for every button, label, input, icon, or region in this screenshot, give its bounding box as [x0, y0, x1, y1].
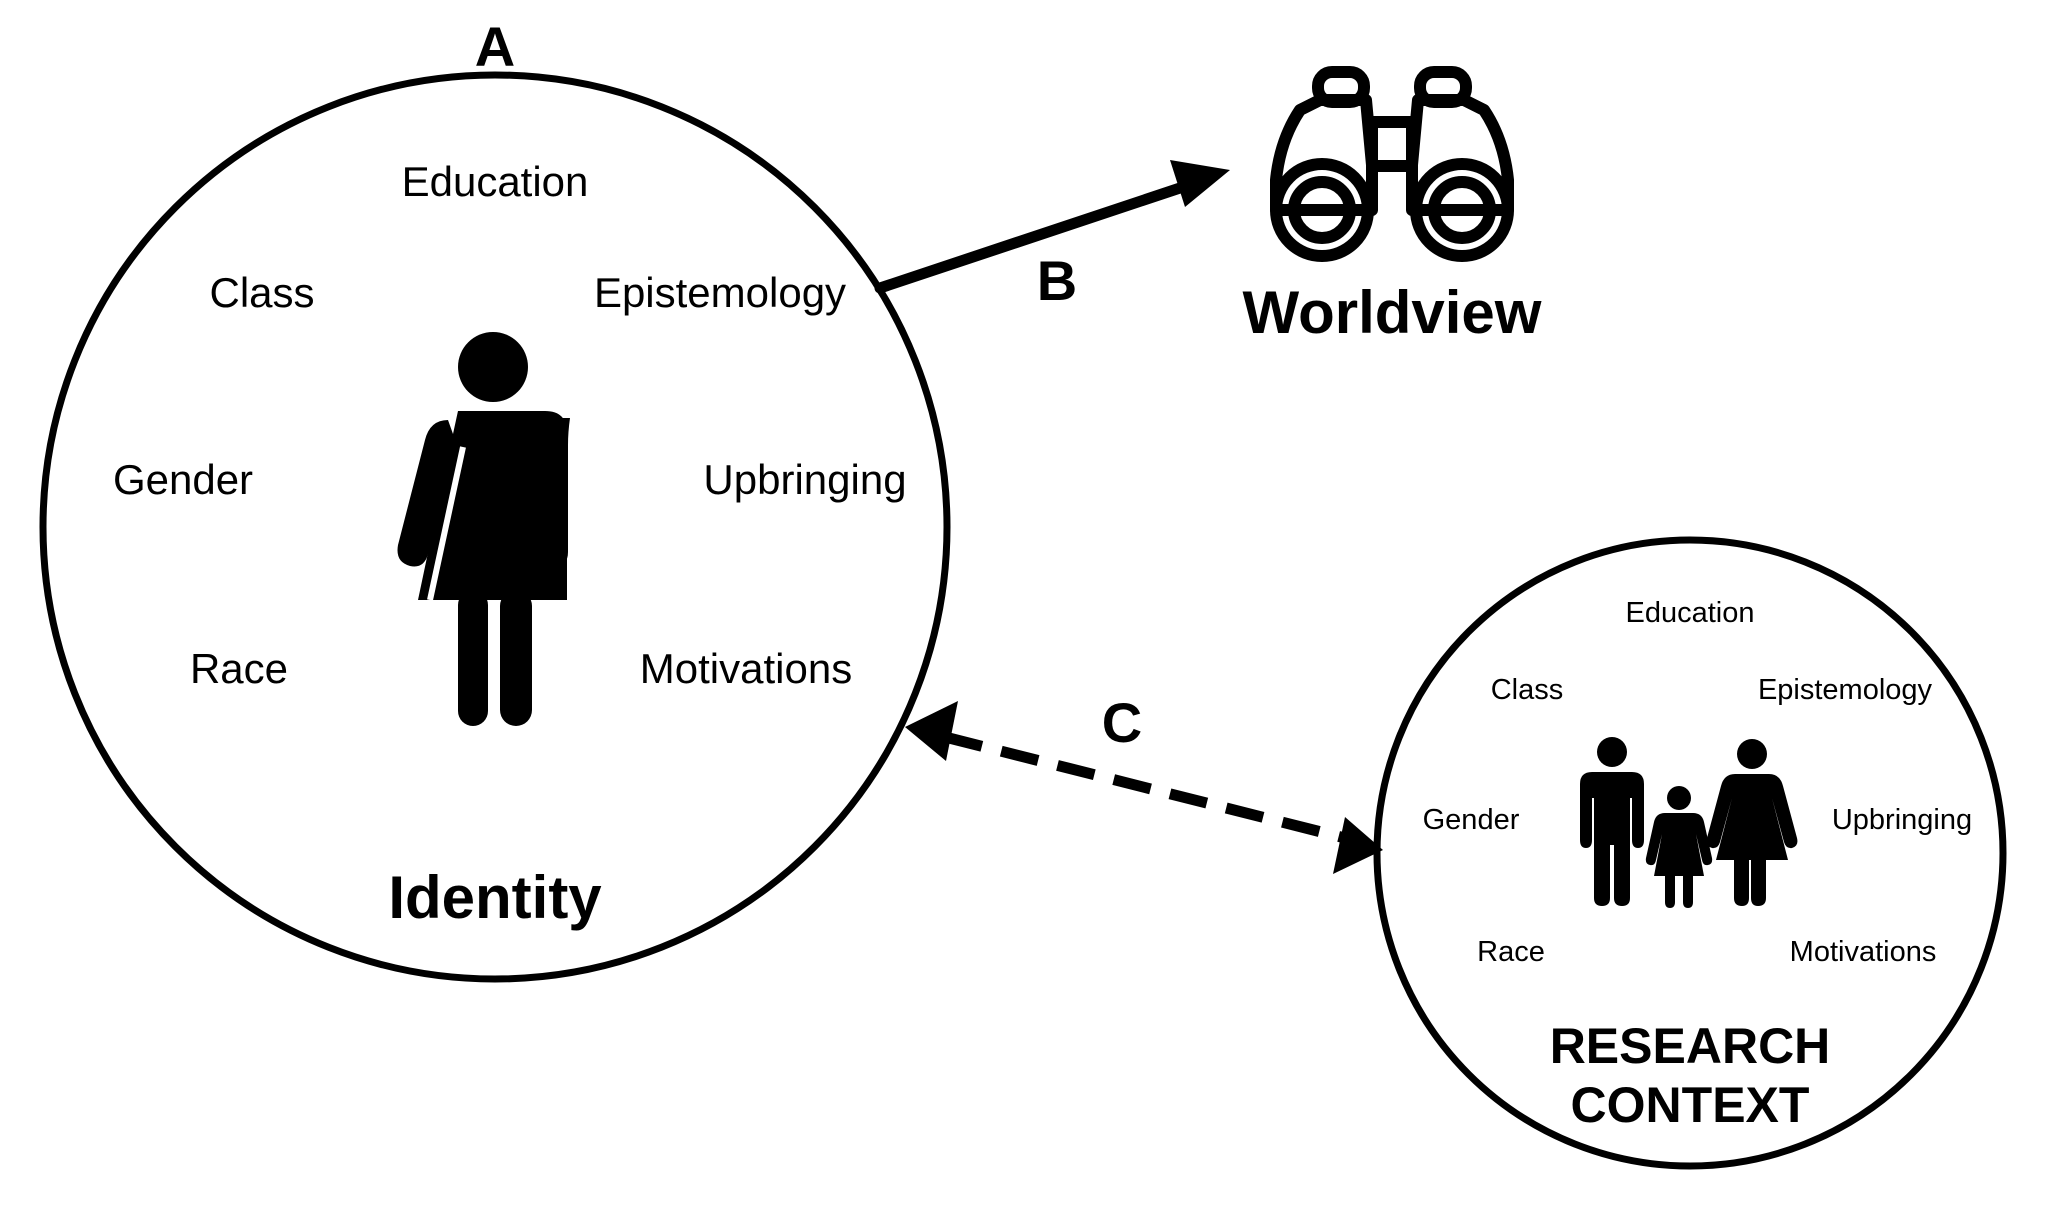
- research-gender: Gender: [1423, 804, 1520, 836]
- label-a: A: [475, 15, 515, 78]
- arrow-c-line: [943, 731, 1347, 844]
- arrow-b: B: [874, 160, 1230, 312]
- research-epistemology: Epistemology: [1758, 674, 1933, 706]
- family-icon: [1580, 737, 1798, 908]
- arrow-c-head-right: [1333, 817, 1383, 874]
- binoculars-icon: [1270, 66, 1514, 262]
- label-c: C: [1102, 691, 1142, 754]
- identity-race: Race: [190, 645, 288, 692]
- research-upbringing: Upbringing: [1832, 804, 1972, 836]
- identity-upbringing: Upbringing: [703, 456, 906, 503]
- identity-motivations: Motivations: [640, 645, 852, 692]
- person-icon: [397, 332, 570, 726]
- research-context-group: Education Class Epistemology Gender Upbr…: [1373, 536, 2007, 1170]
- identity-epistemology: Epistemology: [594, 269, 846, 316]
- research-education: Education: [1626, 597, 1755, 629]
- research-title-line2: CONTEXT: [1571, 1077, 1810, 1133]
- identity-circle: [39, 71, 951, 983]
- research-context-circle: [1373, 536, 2007, 1170]
- arrow-b-head: [1170, 160, 1230, 207]
- identity-title: Identity: [388, 864, 602, 931]
- research-race: Race: [1477, 936, 1545, 968]
- identity-gender: Gender: [113, 456, 253, 503]
- label-b: B: [1037, 249, 1077, 312]
- identity-group: A Education Class Epistemology Gender Up…: [39, 15, 951, 983]
- research-class: Class: [1491, 674, 1564, 706]
- identity-class: Class: [209, 269, 314, 316]
- arrow-b-line: [874, 177, 1201, 294]
- research-motivations: Motivations: [1790, 936, 1937, 968]
- arrow-c-head-left: [905, 701, 958, 761]
- arrow-c: C: [905, 691, 1383, 874]
- identity-education: Education: [402, 158, 589, 205]
- worldview-title: Worldview: [1243, 279, 1542, 346]
- research-title-line1: RESEARCH: [1550, 1018, 1831, 1074]
- worldview-group: Worldview: [1243, 66, 1542, 346]
